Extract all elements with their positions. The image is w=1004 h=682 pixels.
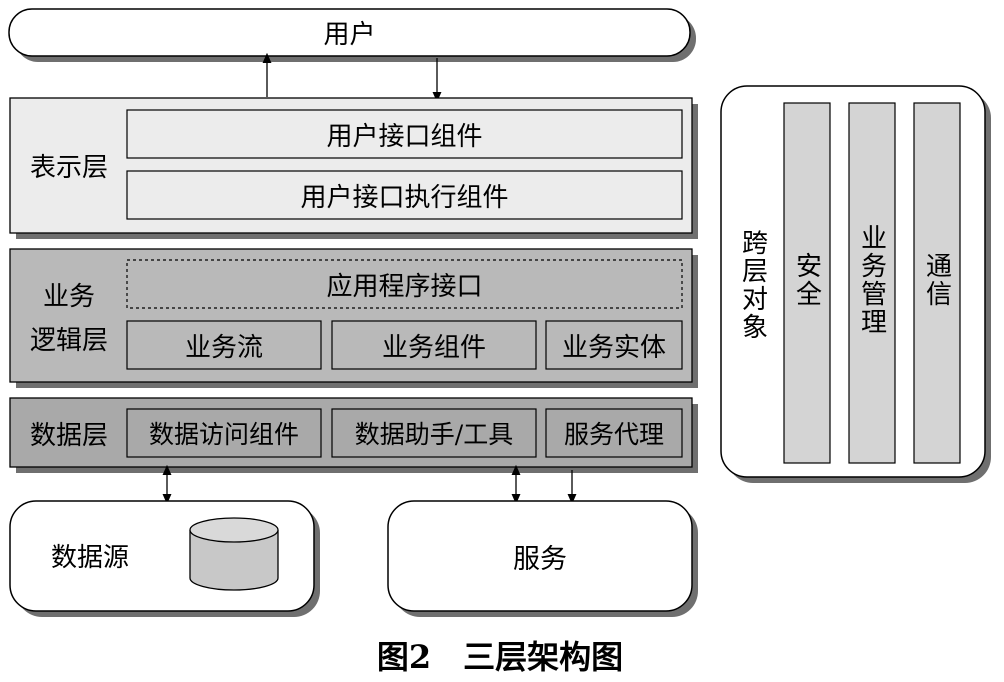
user-box	[8, 8, 691, 57]
business-management-label: 业务管理	[856, 224, 887, 336]
data-item-box-1	[126, 408, 322, 458]
service-agent-label: 服务代理	[563, 420, 664, 449]
service-box	[387, 500, 693, 612]
business-component-label: 业务组件	[381, 332, 486, 363]
communication-label: 通信	[921, 252, 952, 308]
presentation-item-box-1	[126, 109, 683, 159]
api-box	[126, 259, 683, 309]
api-label: 应用程序接口	[326, 271, 483, 302]
business-entity-label: 业务实体	[561, 332, 666, 363]
business-layer-label-line2: 逻辑层	[29, 325, 108, 356]
user-label: 用户	[323, 20, 376, 50]
business-item-box-3	[545, 320, 683, 370]
data-item-box-2	[331, 408, 537, 458]
cross-cutting-label: 跨层对象	[737, 229, 768, 341]
security-label: 安全	[791, 252, 822, 308]
data-layer-label: 数据层	[29, 420, 108, 451]
presentation-item-box-2	[126, 170, 683, 220]
database-cylinder-icon	[189, 517, 279, 591]
business-layer-label-line1: 业务	[42, 281, 95, 312]
cross-item-box-3	[913, 102, 961, 464]
cross-item-box-1	[783, 102, 831, 464]
cross-item-box-2	[848, 102, 896, 464]
presentation-layer-label: 表示层	[29, 152, 108, 183]
data-access-component-label: 数据访问组件	[148, 420, 299, 449]
ui-process-component-label: 用户接口执行组件	[300, 182, 509, 213]
ui-component-label: 用户接口组件	[326, 121, 483, 152]
data-item-box-3	[545, 408, 683, 458]
service-label: 服务	[513, 543, 567, 575]
datasource-label: 数据源	[50, 542, 129, 573]
figure-caption: 图2 三层架构图	[376, 638, 624, 676]
business-item-box-2	[331, 320, 537, 370]
business-flow-label: 业务流	[184, 332, 263, 363]
business-item-box-1	[126, 320, 322, 370]
data-helper-label: 数据助手/工具	[354, 420, 514, 449]
